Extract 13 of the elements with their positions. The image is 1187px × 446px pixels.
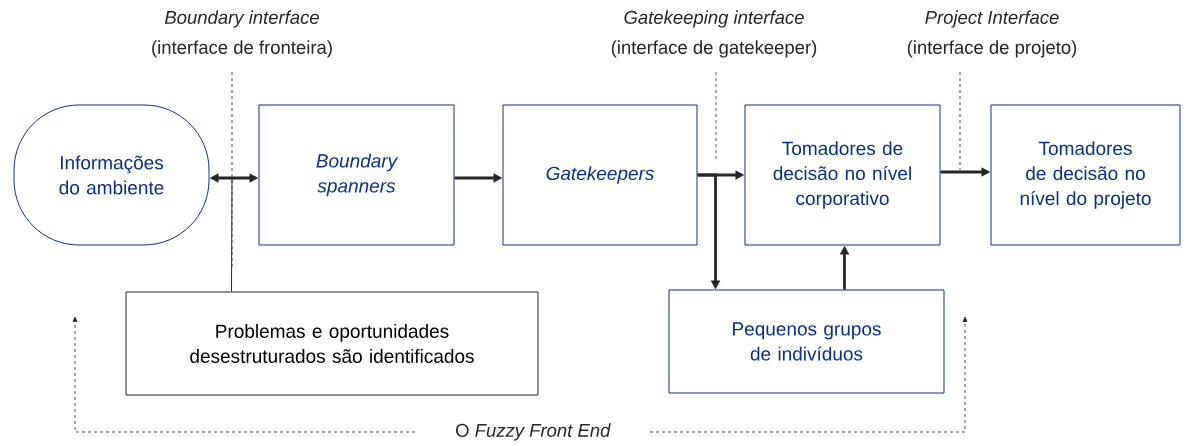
process-box: Pequenos grupos de indivíduos	[668, 289, 945, 394]
process-box: Boundary spanners	[258, 104, 455, 246]
interface-label: (interface de fronteira)	[152, 40, 332, 58]
process-box: Tomadores de decisão no nível do projeto	[990, 104, 1181, 246]
process-box: Tomadores de decisão no nível corporativo	[744, 104, 941, 246]
interface-label: Gatekeeping interface	[624, 10, 804, 28]
process-box: Gatekeepers	[502, 104, 698, 246]
interface-label: Project Interface	[925, 10, 1059, 28]
bracket-label: O Fuzzy Front End	[452, 420, 614, 444]
note-box: Problemas e oportunidades desestruturados são identificados	[125, 291, 539, 396]
interface-label: (interface de projeto)	[907, 40, 1077, 58]
interface-label: (interface de gatekeeper)	[611, 40, 817, 58]
interface-label: Boundary interface	[164, 10, 319, 28]
